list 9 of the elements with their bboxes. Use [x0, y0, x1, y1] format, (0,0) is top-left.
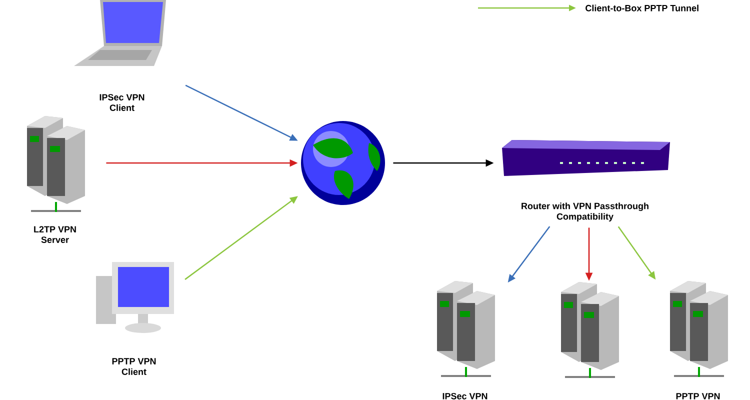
globe-drawing [301, 121, 385, 205]
device-label: IPSec VPN Client [100, 94, 144, 111]
device-label: PPTP VPN [676, 393, 720, 400]
server-drawing [561, 282, 619, 378]
device-label: PPTP VPN Client [112, 358, 156, 375]
device-label: Router with VPN Passthrough Compatibility [522, 202, 648, 222]
device-label: IPSec VPN [442, 392, 488, 400]
device-label: L2TP VPN Server [34, 226, 76, 243]
legend-text: Client-to-Box PPTP Tunnel [586, 4, 698, 12]
